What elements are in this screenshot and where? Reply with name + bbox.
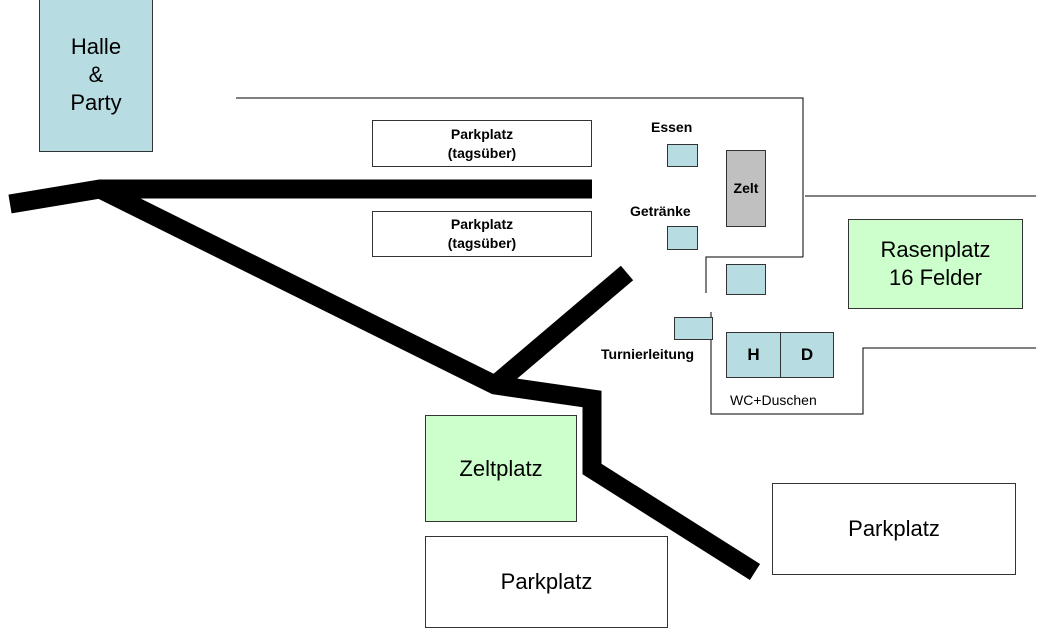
- parking-right-label: Parkplatz: [848, 516, 940, 541]
- wc-building-d: D: [780, 332, 834, 378]
- road-branch: [488, 265, 634, 393]
- zeltplatz-label: Zeltplatz: [459, 455, 543, 481]
- parking-right: Parkplatz: [772, 483, 1016, 575]
- roads: [8, 179, 761, 581]
- parking-bottom-label: Parkplatz: [500, 569, 593, 594]
- zeltplatz-field: Zeltplatz: [425, 415, 577, 522]
- getraenke-label: Getränke: [630, 203, 691, 219]
- parking-daytime-top-label: Parkplatz (tagsüber): [447, 125, 517, 161]
- parking-bottom: Parkplatz: [425, 536, 668, 628]
- boundary-line-top: [236, 97, 804, 257]
- parking-daytime-middle-label: Parkplatz (tagsüber): [447, 216, 517, 251]
- getraenke-stand: [667, 226, 698, 250]
- zelt-tent: Zelt: [726, 150, 766, 227]
- rasenplatz-field: Rasenplatz 16 Felder: [848, 219, 1023, 309]
- road-diagonal: [95, 180, 761, 581]
- essen-stand: [667, 144, 698, 167]
- wc-building-h: H: [726, 332, 781, 378]
- boundary-lines: [236, 97, 1036, 415]
- rasenplatz-label: Rasenplatz 16 Felder: [880, 237, 991, 290]
- halle-building: Halle & Party: [39, 0, 153, 152]
- wc-h-label: H: [747, 345, 760, 364]
- boundary-line-lower: [710, 312, 1036, 415]
- halle-label: Halle & Party: [70, 34, 122, 115]
- boundary-line-middle: [705, 256, 803, 293]
- small-building: [726, 264, 766, 295]
- parking-daytime-middle: Parkplatz (tagsüber): [372, 211, 592, 257]
- parking-daytime-top: Parkplatz (tagsüber): [372, 120, 592, 167]
- turnierleitung-label: Turnierleitung: [601, 346, 695, 362]
- essen-label: Essen: [651, 119, 693, 135]
- zelt-label: Zelt: [733, 180, 759, 196]
- wc-d-label: D: [800, 345, 814, 364]
- wc-caption: WC+Duschen: [730, 392, 817, 408]
- turnierleitung-building: [674, 317, 713, 340]
